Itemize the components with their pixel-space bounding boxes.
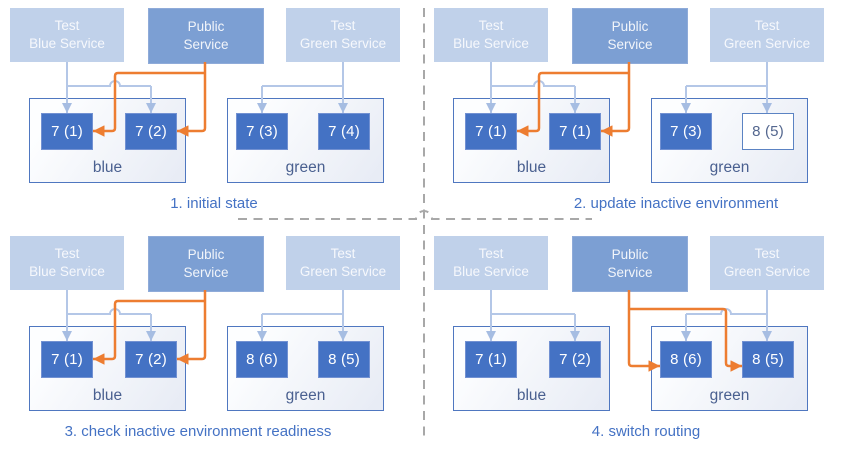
service-label-line1: Test <box>478 18 504 33</box>
test-green-service-box: Test Green Service <box>710 8 824 62</box>
service-label-line2: Service <box>183 265 229 280</box>
public-service-box: Public Service <box>572 8 688 64</box>
panel-check-inactive-environment-readiness: Test Blue Service Public Service Test Gr… <box>0 228 424 456</box>
service-label-line1: Public <box>611 247 649 262</box>
environment-label: green <box>285 387 326 404</box>
service-label-line1: Test <box>54 18 80 33</box>
pod: 8 (5) <box>742 113 794 150</box>
service-label-line1: Public <box>187 19 225 34</box>
test-blue-service-box: Test Blue Service <box>434 236 548 290</box>
pod: 8 (5) <box>318 341 370 378</box>
pod: 7 (2) <box>125 113 177 150</box>
panel-switch-routing: Test Blue Service Public Service Test Gr… <box>424 228 848 456</box>
service-label-line2: Blue Service <box>453 264 529 279</box>
pod: 8 (6) <box>660 341 712 378</box>
service-label-line2: Green Service <box>723 264 811 279</box>
panel-caption: 2. update inactive environment <box>573 195 779 212</box>
panel-initial-state: Test Blue Service Public Service Test Gr… <box>0 0 424 228</box>
service-label-line2: Green Service <box>299 36 387 51</box>
test-blue-route-branch <box>67 308 151 315</box>
panel-caption: 1. initial state <box>170 195 258 212</box>
panel-caption: 3. check inactive environment readiness <box>64 423 332 440</box>
test-blue-route-branch <box>67 80 151 87</box>
environment-label: blue <box>516 159 547 176</box>
service-label-line2: Service <box>607 37 653 52</box>
pod: 7 (3) <box>660 113 712 150</box>
environment-label: green <box>285 159 326 176</box>
service-label-line1: Test <box>330 246 356 261</box>
public-service-box: Public Service <box>148 8 264 64</box>
environment-label: blue <box>516 387 547 404</box>
panel-update-inactive-environment: Test Blue Service Public Service Test Gr… <box>424 0 848 228</box>
service-label-line2: Service <box>607 265 653 280</box>
pod: 8 (6) <box>236 341 288 378</box>
service-label-line2: Blue Service <box>29 264 105 279</box>
test-blue-service-box: Test Blue Service <box>10 236 124 290</box>
test-blue-service-box: Test Blue Service <box>10 8 124 62</box>
pod: 7 (1) <box>549 113 601 150</box>
environment-label: blue <box>92 387 123 404</box>
service-label-line1: Public <box>611 19 649 34</box>
test-blue-route-branch <box>491 80 575 87</box>
environment-label: blue <box>92 159 123 176</box>
pod: 7 (1) <box>465 113 517 150</box>
service-label-line2: Green Service <box>299 264 387 279</box>
test-green-service-box: Test Green Service <box>286 8 400 62</box>
service-label-line2: Blue Service <box>29 36 105 51</box>
pod: 8 (5) <box>742 341 794 378</box>
pod: 7 (2) <box>549 341 601 378</box>
pod: 7 (1) <box>465 341 517 378</box>
environment-label: green <box>709 159 750 176</box>
pod: 7 (2) <box>125 341 177 378</box>
panel-caption: 4. switch routing <box>591 423 701 440</box>
test-green-service-box: Test Green Service <box>286 236 400 290</box>
pod: 7 (4) <box>318 113 370 150</box>
service-label-line1: Test <box>330 18 356 33</box>
service-label-line1: Public <box>187 247 225 262</box>
environment-label: green <box>709 387 750 404</box>
service-label-line1: Test <box>478 246 504 261</box>
pod: 7 (3) <box>236 113 288 150</box>
service-label-line2: Green Service <box>723 36 811 51</box>
service-label-line2: Service <box>183 37 229 52</box>
public-service-box: Public Service <box>572 236 688 292</box>
service-label-line2: Blue Service <box>453 36 529 51</box>
service-label-line1: Test <box>54 246 80 261</box>
pod: 7 (1) <box>41 341 93 378</box>
pod: 7 (1) <box>41 113 93 150</box>
test-green-route-branch <box>686 308 767 315</box>
service-label-line1: Test <box>754 246 780 261</box>
public-service-box: Public Service <box>148 236 264 292</box>
test-blue-service-box: Test Blue Service <box>434 8 548 62</box>
test-green-service-box: Test Green Service <box>710 236 824 290</box>
service-label-line1: Test <box>754 18 780 33</box>
